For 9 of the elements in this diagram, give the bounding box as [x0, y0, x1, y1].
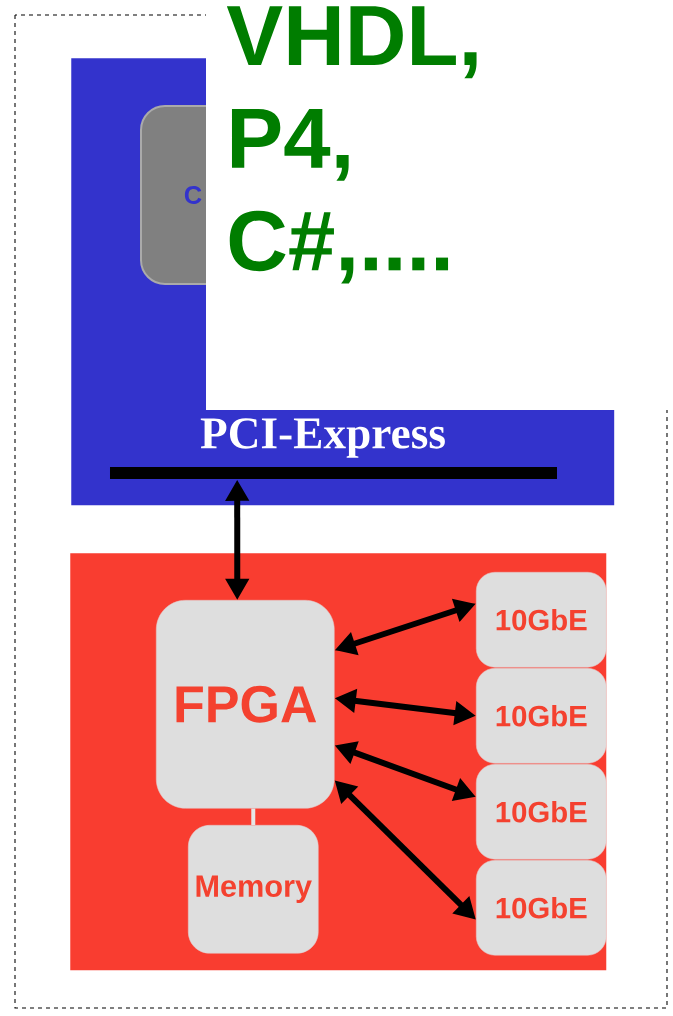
- chip-box: FPGA: [156, 600, 335, 809]
- connector-line: [251, 808, 256, 825]
- port-box: 10GbE: [476, 764, 607, 860]
- port-box: 10GbE: [476, 860, 607, 956]
- port-box: 10GbE: [476, 572, 607, 668]
- memory-box: Memory: [188, 825, 319, 954]
- text-panel: VHDL, P4, C#,....: [206, 0, 673, 410]
- bus-bar: PCI-Express: [110, 418, 557, 479]
- port-box: 10GbE: [476, 668, 607, 764]
